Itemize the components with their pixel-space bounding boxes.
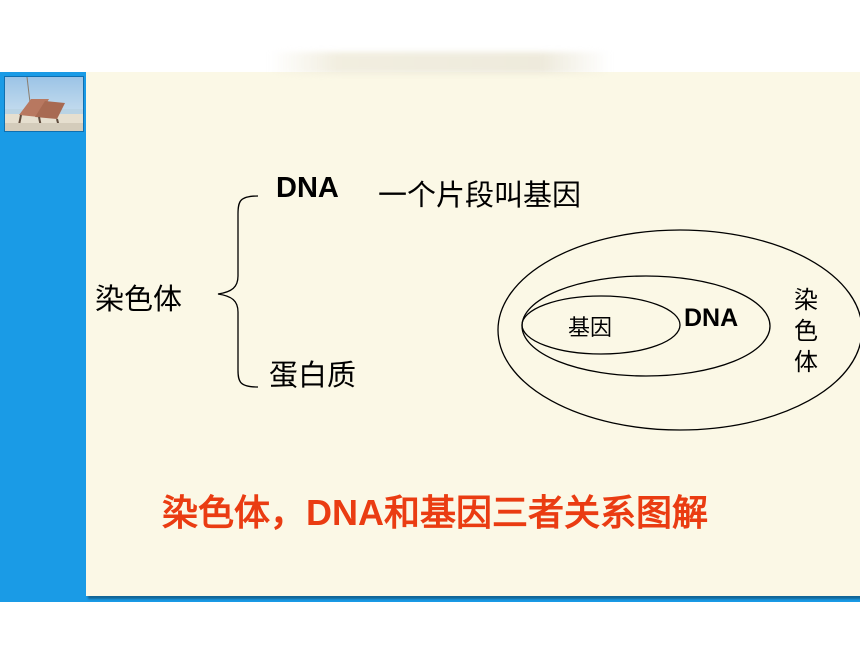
chromosome-label: 染色体	[95, 282, 183, 316]
beach-chair-image	[5, 77, 83, 131]
venn-chromosome-label: 染色体	[794, 286, 818, 376]
chromosome-ellipse	[497, 229, 860, 431]
beach-chair-thumbnail	[4, 76, 84, 132]
diagram-caption: 染色体，DNA和基因三者关系图解	[162, 484, 708, 536]
gene-ellipse	[521, 295, 681, 355]
left-curly-brace	[217, 195, 259, 388]
caption-part-gene-relation: 和基因三者关系图解	[384, 493, 709, 534]
gene-fragment-label: 一个片段叫基因	[378, 178, 582, 212]
venn-dna-label: DNA	[684, 304, 739, 332]
content-panel	[86, 72, 860, 596]
protein-label: 蛋白质	[269, 358, 357, 392]
blurred-title-artifact	[270, 52, 610, 74]
dna-label: DNA	[276, 172, 339, 204]
caption-part-dna: DNA	[306, 492, 385, 533]
venn-gene-label: 基因	[568, 316, 613, 341]
caption-part-chromosome: 染色体，	[162, 493, 307, 534]
